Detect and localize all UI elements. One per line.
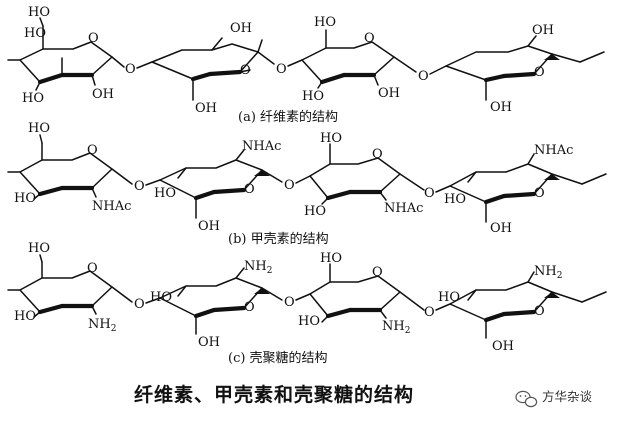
row-b-link-2: O	[284, 178, 295, 193]
watermark-text: 方华杂谈	[542, 389, 593, 404]
row-b-link-3: O	[424, 186, 435, 201]
row-a-ring-3-bottom-left: HO	[302, 89, 324, 104]
row-c-ring-3-bottom-left: HO	[298, 314, 320, 329]
row-b-caption: (b) 甲壳素的结构	[228, 231, 329, 247]
row-b-ring-2-left: HO	[154, 186, 176, 201]
row-b-ring-4-ring-o: O	[534, 186, 545, 201]
row-b-ring-4-top-right: NHAc	[534, 143, 573, 158]
row-a-ring-3-top-mid: HO	[314, 15, 336, 30]
row-a-ring-1-top-left: HO	[28, 5, 50, 20]
row-b-ring-2-bottom: OH	[198, 219, 220, 234]
row-a-ring-3-bottom-right: OH	[378, 86, 400, 101]
row-a-ring-1-bottom-right: OH	[92, 87, 114, 102]
row-b-ring-3-top-mid: HO	[320, 131, 342, 146]
watermark: 方华杂谈	[515, 389, 593, 408]
row-c-ring-3-ring-o: O	[372, 265, 383, 280]
row-a-ring-4: OH O OH	[445, 23, 605, 115]
row-c-ring-4-bottom: OH	[492, 339, 514, 354]
row-c-ring-2-top-right: NH2	[244, 259, 272, 276]
row-c-ring-2: NH2 HO O OH	[150, 259, 283, 350]
row-a-ring-3: HO O HO OH	[301, 15, 417, 104]
row-c-chitosan: HO O HO NH2 O NH2 HO O OH O	[7, 241, 607, 366]
row-a-ring-4-bottom: OH	[490, 100, 512, 115]
row-c-ring-4-left: HO	[438, 290, 460, 305]
row-a-ring-1: HO HO O HO OH	[19, 5, 125, 106]
row-c-ring-3: HO O HO NH2	[298, 251, 425, 336]
row-b-ring-1: HO O HO NHAc	[14, 121, 133, 214]
row-c-ring-4-top-right: NH2	[534, 264, 562, 281]
row-c-link-2: O	[284, 295, 295, 310]
row-b-ring-1-bottom-left: HO	[14, 191, 36, 206]
row-b-ring-4-bottom: OH	[490, 221, 512, 236]
row-b-ring-3-bottom-left: HO	[304, 204, 326, 219]
row-a-link-1: O	[125, 62, 136, 77]
row-c-ring-1-ring-o: O	[87, 261, 98, 276]
row-b-ring-1-ring-o: O	[87, 143, 98, 158]
row-a-ring-2-top-right: OH	[230, 21, 252, 36]
row-a-ring-1-top-mid: HO	[24, 26, 46, 41]
row-a-ring-3-ring-o: O	[364, 31, 375, 46]
row-b-ring-1-bottom-right: NHAc	[92, 199, 131, 214]
row-c-link-3: O	[424, 305, 435, 320]
row-b-ring-3: HO O HO NHAc	[304, 131, 425, 219]
wechat-icon	[515, 390, 538, 408]
row-c-ring-2-ring-o: O	[244, 300, 255, 315]
row-c-ring-2-left: HO	[150, 290, 172, 305]
row-b-ring-2-ring-o: O	[244, 182, 255, 197]
row-c-ring-1-bottom-left: HO	[14, 309, 36, 324]
row-a-ring-4-ring-o: O	[534, 65, 545, 80]
row-c-ring-1-bottom-right: NH2	[88, 317, 116, 334]
row-c-ring-2-bottom: OH	[198, 335, 220, 350]
row-c-ring-4-ring-o: O	[534, 304, 545, 319]
row-b-chitin: HO O HO NHAc O NHAc HO O OH O	[7, 121, 607, 247]
row-c-ring-3-bottom-right: NH2	[382, 319, 410, 336]
row-a-link-3: O	[418, 69, 429, 84]
row-b-ring-4-left: HO	[444, 192, 466, 207]
row-a-ring-1-ring-o: O	[88, 31, 99, 46]
row-a-ring-2: OH O OH	[151, 21, 275, 116]
row-b-ring-2: NHAc HO O OH	[154, 139, 283, 234]
row-a-ring-2-ring-o: O	[240, 63, 251, 78]
row-c-caption: (c) 壳聚糖的结构	[228, 350, 328, 366]
row-c-ring-1-top-left: HO	[28, 241, 50, 256]
row-a-link-2: O	[276, 62, 287, 77]
row-b-ring-4: NHAc HO O OH	[444, 143, 607, 236]
row-b-link-1: O	[134, 179, 145, 194]
row-a-ring-2-bottom: OH	[195, 101, 217, 116]
row-a-cellulose: HO HO O HO OH O OH O OH O	[7, 5, 605, 125]
row-b-ring-3-bottom-right: NHAc	[384, 201, 423, 216]
row-b-ring-3-ring-o: O	[372, 147, 383, 162]
row-b-ring-1-top-left: HO	[28, 121, 50, 136]
row-b-ring-2-top-right: NHAc	[242, 139, 281, 154]
row-a-ring-1-bottom-left: HO	[22, 91, 44, 106]
row-a-ring-4-top-right: OH	[532, 23, 554, 38]
figure-title: 纤维素、甲壳素和壳聚糖的结构	[134, 383, 414, 406]
row-c-ring-3-top-mid: HO	[320, 251, 342, 266]
row-a-caption: (a) 纤维素的结构	[238, 109, 338, 125]
row-c-link-1: O	[134, 297, 145, 312]
row-c-ring-1: HO O HO NH2	[14, 241, 133, 334]
row-c-ring-4: NH2 HO O OH	[438, 264, 607, 354]
